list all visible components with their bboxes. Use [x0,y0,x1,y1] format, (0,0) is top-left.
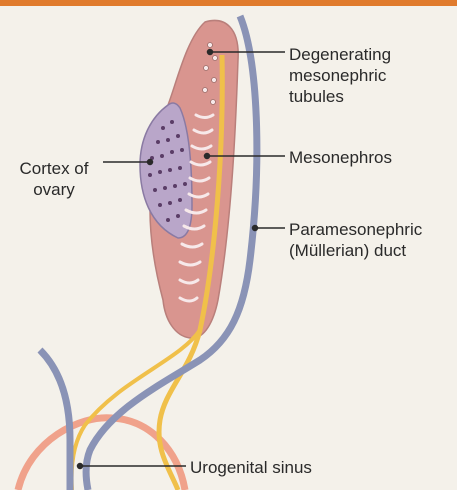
label-degenerating-tubules: Degenerating mesonephric tubules [289,44,391,107]
paramesonephric-duct-contralateral [40,350,70,490]
label-cortex-of-ovary: Cortex of ovary [6,158,102,200]
cortex-of-ovary-shape [140,103,192,238]
label-mesonephros: Mesonephros [289,147,392,168]
label-paramesonephric-duct: Paramesonephric (Müllerian) duct [289,219,422,261]
label-urogenital-sinus: Urogenital sinus [190,457,312,478]
